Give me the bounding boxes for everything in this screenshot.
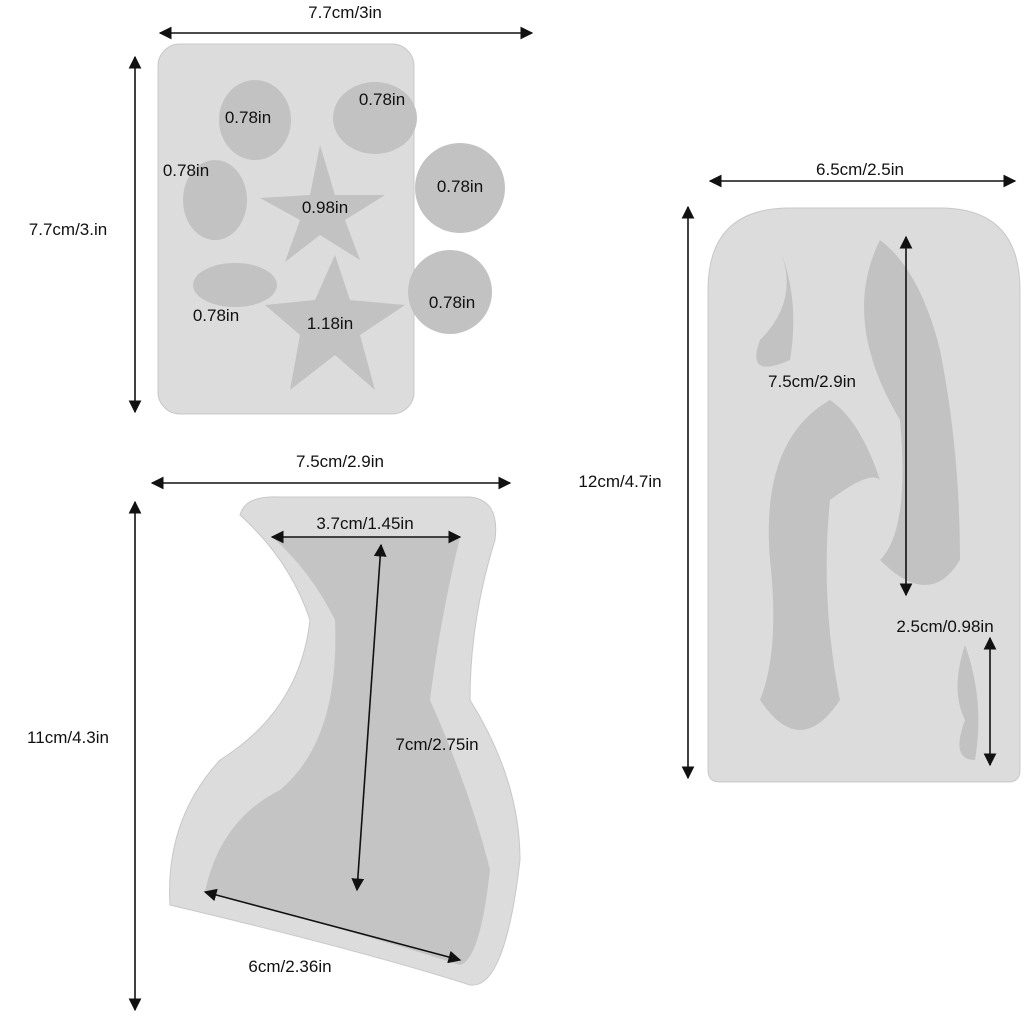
large-seahorse-label: 7.5cm/2.9in (768, 372, 856, 391)
shell-mold-height-label: 7.7cm/3.in (28, 220, 108, 239)
seahorse-mold-height-label: 12cm/4.7in (578, 472, 662, 491)
dimension-lines (128, 26, 1017, 1012)
shell-mold (157, 43, 505, 415)
cavity-size-label: 0.78in (358, 90, 406, 109)
seahorse-mold-width-label: 6.5cm/2.5in (816, 160, 904, 179)
seahorse-mold (707, 207, 1021, 783)
shell-cavity (333, 82, 417, 154)
small-seahorse-cavity (957, 645, 979, 760)
cavity-size-label: 0.78in (224, 108, 272, 127)
tail-top-width-label: 3.7cm/1.45in (316, 514, 414, 533)
cavity-size-label: 1.18in (306, 314, 354, 333)
small-seahorse-cavity (756, 250, 794, 367)
starfish-cavity (260, 145, 385, 262)
cavity-size-label: 0.78in (428, 293, 476, 312)
mermaid-mold (169, 496, 521, 986)
tail-cavity (205, 537, 490, 965)
shell-cavity (415, 143, 505, 233)
shell-cavity (183, 160, 247, 240)
conch-cavity (193, 263, 277, 307)
large-seahorse-cavity (760, 400, 880, 730)
cavity-size-label: 0.78in (192, 306, 240, 325)
shell-cavity (219, 80, 291, 160)
cavity-size-label: 0.78in (436, 177, 484, 196)
cavity-size-label: 0.78in (162, 161, 210, 180)
starfish-cavity (265, 255, 405, 390)
tail-length-label: 7cm/2.75in (395, 735, 479, 754)
fin-width-label: 6cm/2.36in (248, 957, 332, 976)
small-seahorse-label: 2.5cm/0.98in (896, 617, 994, 636)
cavity-size-label: 0.98in (301, 198, 349, 217)
mermaid-mold-height-label: 11cm/4.3in (27, 728, 109, 747)
snail-cavity (408, 250, 492, 334)
mermaid-mold-width-label: 7.5cm/2.9in (296, 452, 384, 471)
shell-mold-width-label: 7.7cm/3in (308, 3, 382, 22)
